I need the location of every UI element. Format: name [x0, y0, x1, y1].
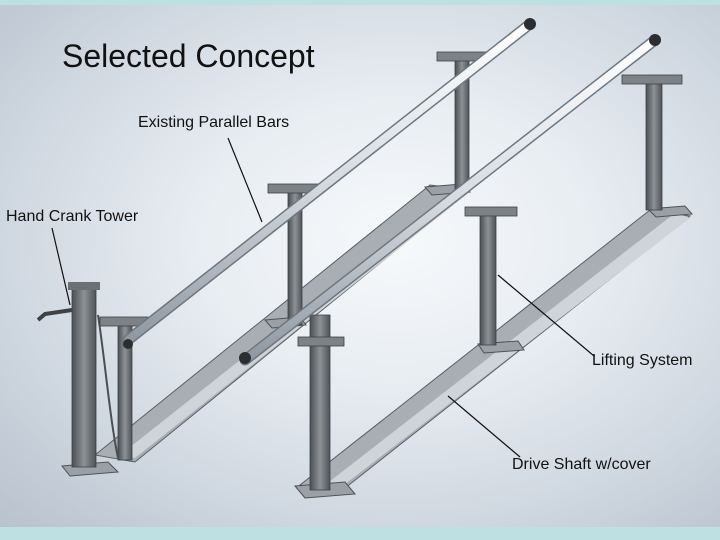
label-existing-parallel-bars: Existing Parallel Bars: [138, 114, 290, 131]
label-drive-shaft: Drive Shaft w/cover: [512, 456, 651, 473]
label-lifting-system: Lifting System: [592, 352, 693, 369]
leader-lines: [51, 137, 595, 458]
page-title: Selected Concept: [62, 38, 315, 74]
hand-crank-tower: [36, 282, 119, 468]
saddles: [99, 51, 683, 347]
label-hand-crank-tower: Hand Crank Tower: [6, 208, 139, 225]
front-posts: [309, 79, 663, 491]
rails: [122, 18, 661, 366]
back-posts: [117, 59, 470, 461]
bottom-band: [0, 527, 720, 540]
